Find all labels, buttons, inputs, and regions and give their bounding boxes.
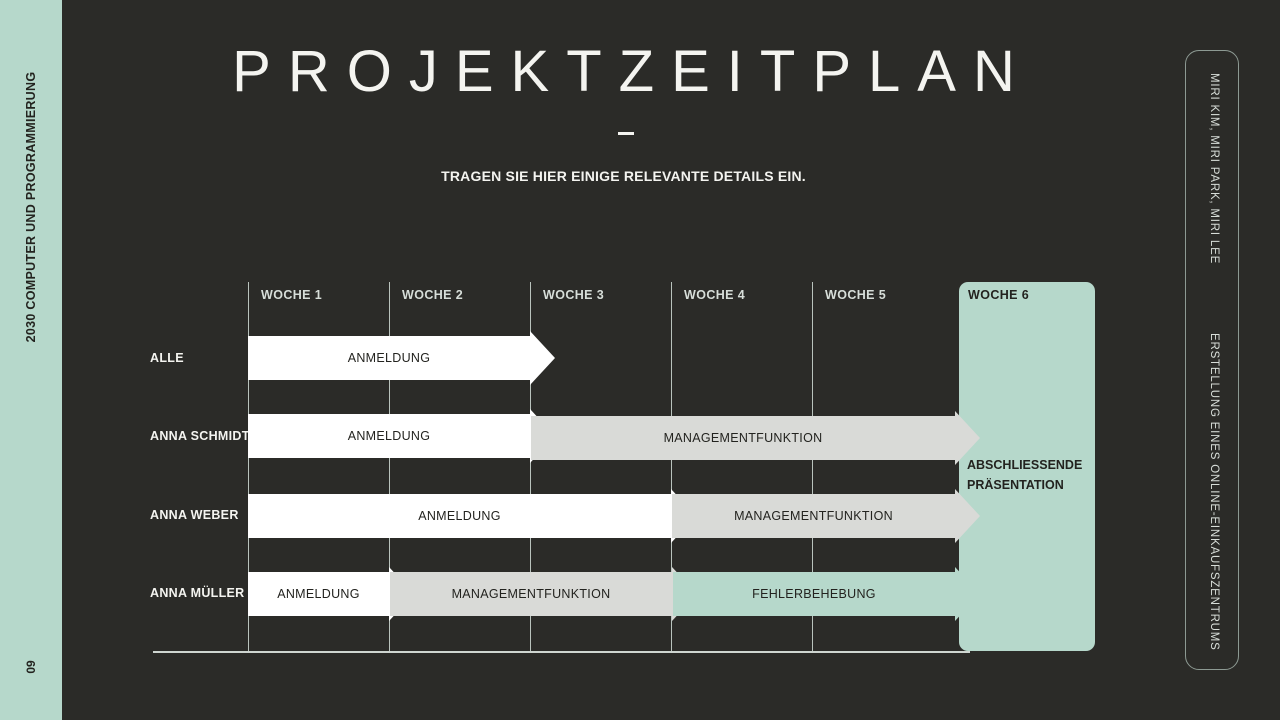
week6-highlight-panel [959, 282, 1095, 651]
task-bar-mueller-fehlerbehebung[interactable]: FEHLERBEHEBUNG [673, 567, 980, 621]
right-sidebar-authors: MIRI KIM, MIRI PARK, MIRI LEE [1208, 73, 1220, 265]
column-rule-5 [812, 282, 813, 651]
title-divider [618, 132, 634, 135]
task-bar-label: MANAGEMENTFUNKTION [451, 587, 611, 601]
task-bar-label: FEHLERBEHEBUNG [752, 587, 876, 601]
task-bar-weber-managementfunktion[interactable]: MANAGEMENTFUNKTION [672, 489, 980, 543]
column-header-week-3: WOCHE 3 [543, 288, 605, 302]
task-bar-weber-anmeldung[interactable]: ANMELDUNG [248, 489, 696, 543]
task-bar-label: ANMELDUNG [418, 509, 501, 523]
column-rule-1 [248, 282, 249, 651]
page-subtitle: TRAGEN SIE HIER EINIGE RELEVANTE DETAILS… [441, 168, 806, 184]
row-label-anna-schmidt: ANNA SCHMIDT [150, 429, 250, 443]
week6-task-label: ABSCHLIESSENDE PRÄSENTATION [967, 458, 1083, 492]
column-header-week-1: WOCHE 1 [261, 288, 323, 302]
page-title: PROJEKTZEITPLAN [232, 39, 1032, 104]
row-label-anna-mueller: ANNA MÜLLER [150, 586, 245, 600]
task-bar-schmidt-anmeldung[interactable]: ANMELDUNG [248, 409, 555, 463]
task-bar-mueller-anmeldung[interactable]: ANMELDUNG [248, 567, 414, 621]
column-header-week-5: WOCHE 5 [825, 288, 887, 302]
column-rule-3 [530, 282, 531, 651]
task-bar-label: ANMELDUNG [347, 429, 431, 443]
task-bar-label: ANMELDUNG [277, 587, 360, 601]
column-header-week-6: WOCHE 6 [968, 288, 1030, 302]
right-sidebar-subject: ERSTELLUNG EINES ONLINE-EINKAUFSZENTRUMS [1208, 333, 1220, 651]
chart-baseline [153, 651, 970, 653]
row-label-alle: ALLE [150, 351, 184, 365]
task-bar-schmidt-managementfunktion[interactable]: MANAGEMENTFUNKTION [531, 411, 980, 465]
right-sidebar: MIRI KIM, MIRI PARK, MIRI LEE ERSTELLUNG… [1185, 50, 1239, 670]
column-header-week-4: WOCHE 4 [684, 288, 746, 302]
task-bar-label: MANAGEMENTFUNKTION [663, 431, 823, 445]
left-sidebar: 2030 COMPUTER UND PROGRAMMIERUNG 09 [0, 0, 62, 720]
task-bar-alle-anmeldung[interactable]: ANMELDUNG [248, 331, 555, 385]
column-rule-2 [389, 282, 390, 651]
column-rule-4 [671, 282, 672, 651]
task-bar-label: MANAGEMENTFUNKTION [734, 509, 893, 523]
task-bar-mueller-managementfunktion[interactable]: MANAGEMENTFUNKTION [390, 567, 697, 621]
task-bar-label: ANMELDUNG [347, 351, 431, 365]
row-label-anna-weber: ANNA WEBER [150, 508, 239, 522]
column-header-week-2: WOCHE 2 [402, 288, 464, 302]
